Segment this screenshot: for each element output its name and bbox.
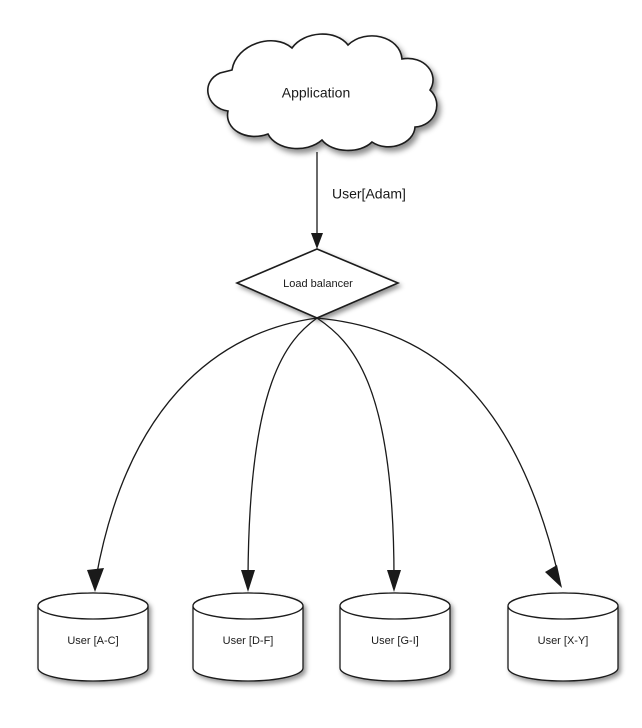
database-top-4 (507, 592, 619, 620)
arrowhead-cloud-diamond (311, 233, 323, 249)
cloud-node-application[interactable]: Application (207, 33, 438, 152)
diamond-label: Load balancer (283, 278, 353, 290)
edge-loadbalancer-to-db-4[interactable] (316, 317, 562, 588)
database-node-3[interactable]: User [G-I] (339, 592, 451, 682)
edge-curve-db-2 (247, 317, 318, 579)
database-top-1 (37, 592, 149, 620)
diamond-node-load-balancer[interactable]: Load balancer (234, 248, 401, 319)
edge-loadbalancer-to-db-3[interactable] (316, 317, 401, 592)
edge-curve-db-4 (316, 317, 559, 575)
edge-label-user-adam: User[Adam] (332, 186, 406, 202)
cloud-shape (207, 33, 438, 152)
database-top-2 (192, 592, 304, 620)
edge-loadbalancer-to-db-1[interactable] (87, 317, 318, 592)
database-label-1: User [A-C] (67, 635, 118, 647)
cloud-label: Application (282, 85, 351, 101)
database-node-4[interactable]: User [X-Y] (507, 592, 619, 682)
database-node-2[interactable]: User [D-F] (192, 592, 304, 682)
edge-cloud-to-loadbalancer[interactable]: User[Adam] (311, 152, 406, 249)
arrowhead-db-3 (387, 570, 401, 592)
edge-curve-db-1 (95, 317, 318, 579)
database-node-1[interactable]: User [A-C] (37, 592, 149, 682)
arrowhead-db-1 (87, 568, 104, 592)
edge-loadbalancer-to-db-2[interactable] (241, 317, 318, 592)
arrowhead-db-2 (241, 570, 255, 592)
arrowhead-db-4 (545, 565, 562, 588)
database-label-2: User [D-F] (223, 635, 274, 647)
edge-curve-db-3 (316, 317, 395, 579)
database-label-3: User [G-I] (371, 635, 419, 647)
database-top-3 (339, 592, 451, 620)
database-label-4: User [X-Y] (538, 635, 589, 647)
